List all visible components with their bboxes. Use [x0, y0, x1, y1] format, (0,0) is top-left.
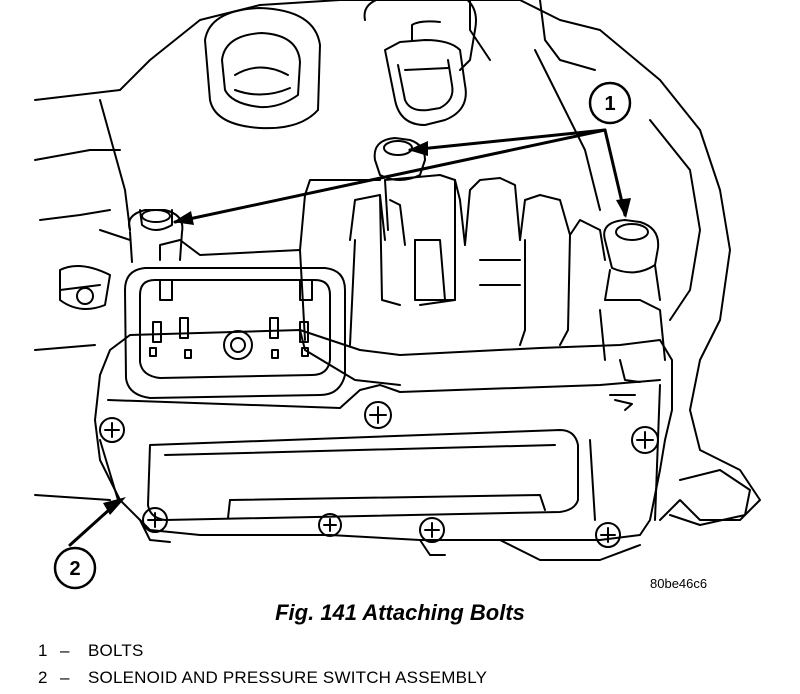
- case-boss: [204, 7, 321, 130]
- legend-item: 1–BOLTS: [38, 641, 143, 661]
- legend-separator: –: [60, 668, 70, 687]
- callout-1-number: 1: [604, 93, 615, 115]
- callout-2: 2: [34, 494, 122, 590]
- legend-number: 1: [38, 641, 48, 660]
- figure-code: 80be46c6: [650, 576, 708, 591]
- callout-2-number: 2: [69, 558, 80, 580]
- legend-number: 2: [38, 668, 48, 687]
- bolt-right: [603, 219, 661, 301]
- figure-caption: Fig. 141 Attaching Bolts: [275, 600, 525, 625]
- solenoid-assembly-housing: [94, 329, 673, 556]
- legend-item: 2–SOLENOID AND PRESSURE SWITCH ASSEMBLY: [38, 668, 487, 688]
- callout-1: 1: [588, 81, 632, 125]
- transmission-case: [34, 0, 761, 561]
- legend-label: BOLTS: [88, 641, 144, 660]
- assembly-connector: [124, 267, 346, 399]
- legend-label: SOLENOID AND PRESSURE SWITCH ASSEMBLY: [88, 668, 488, 687]
- speed-sensor-connector: [363, 0, 477, 126]
- bolt-left: [128, 209, 184, 263]
- legend-separator: –: [60, 641, 70, 660]
